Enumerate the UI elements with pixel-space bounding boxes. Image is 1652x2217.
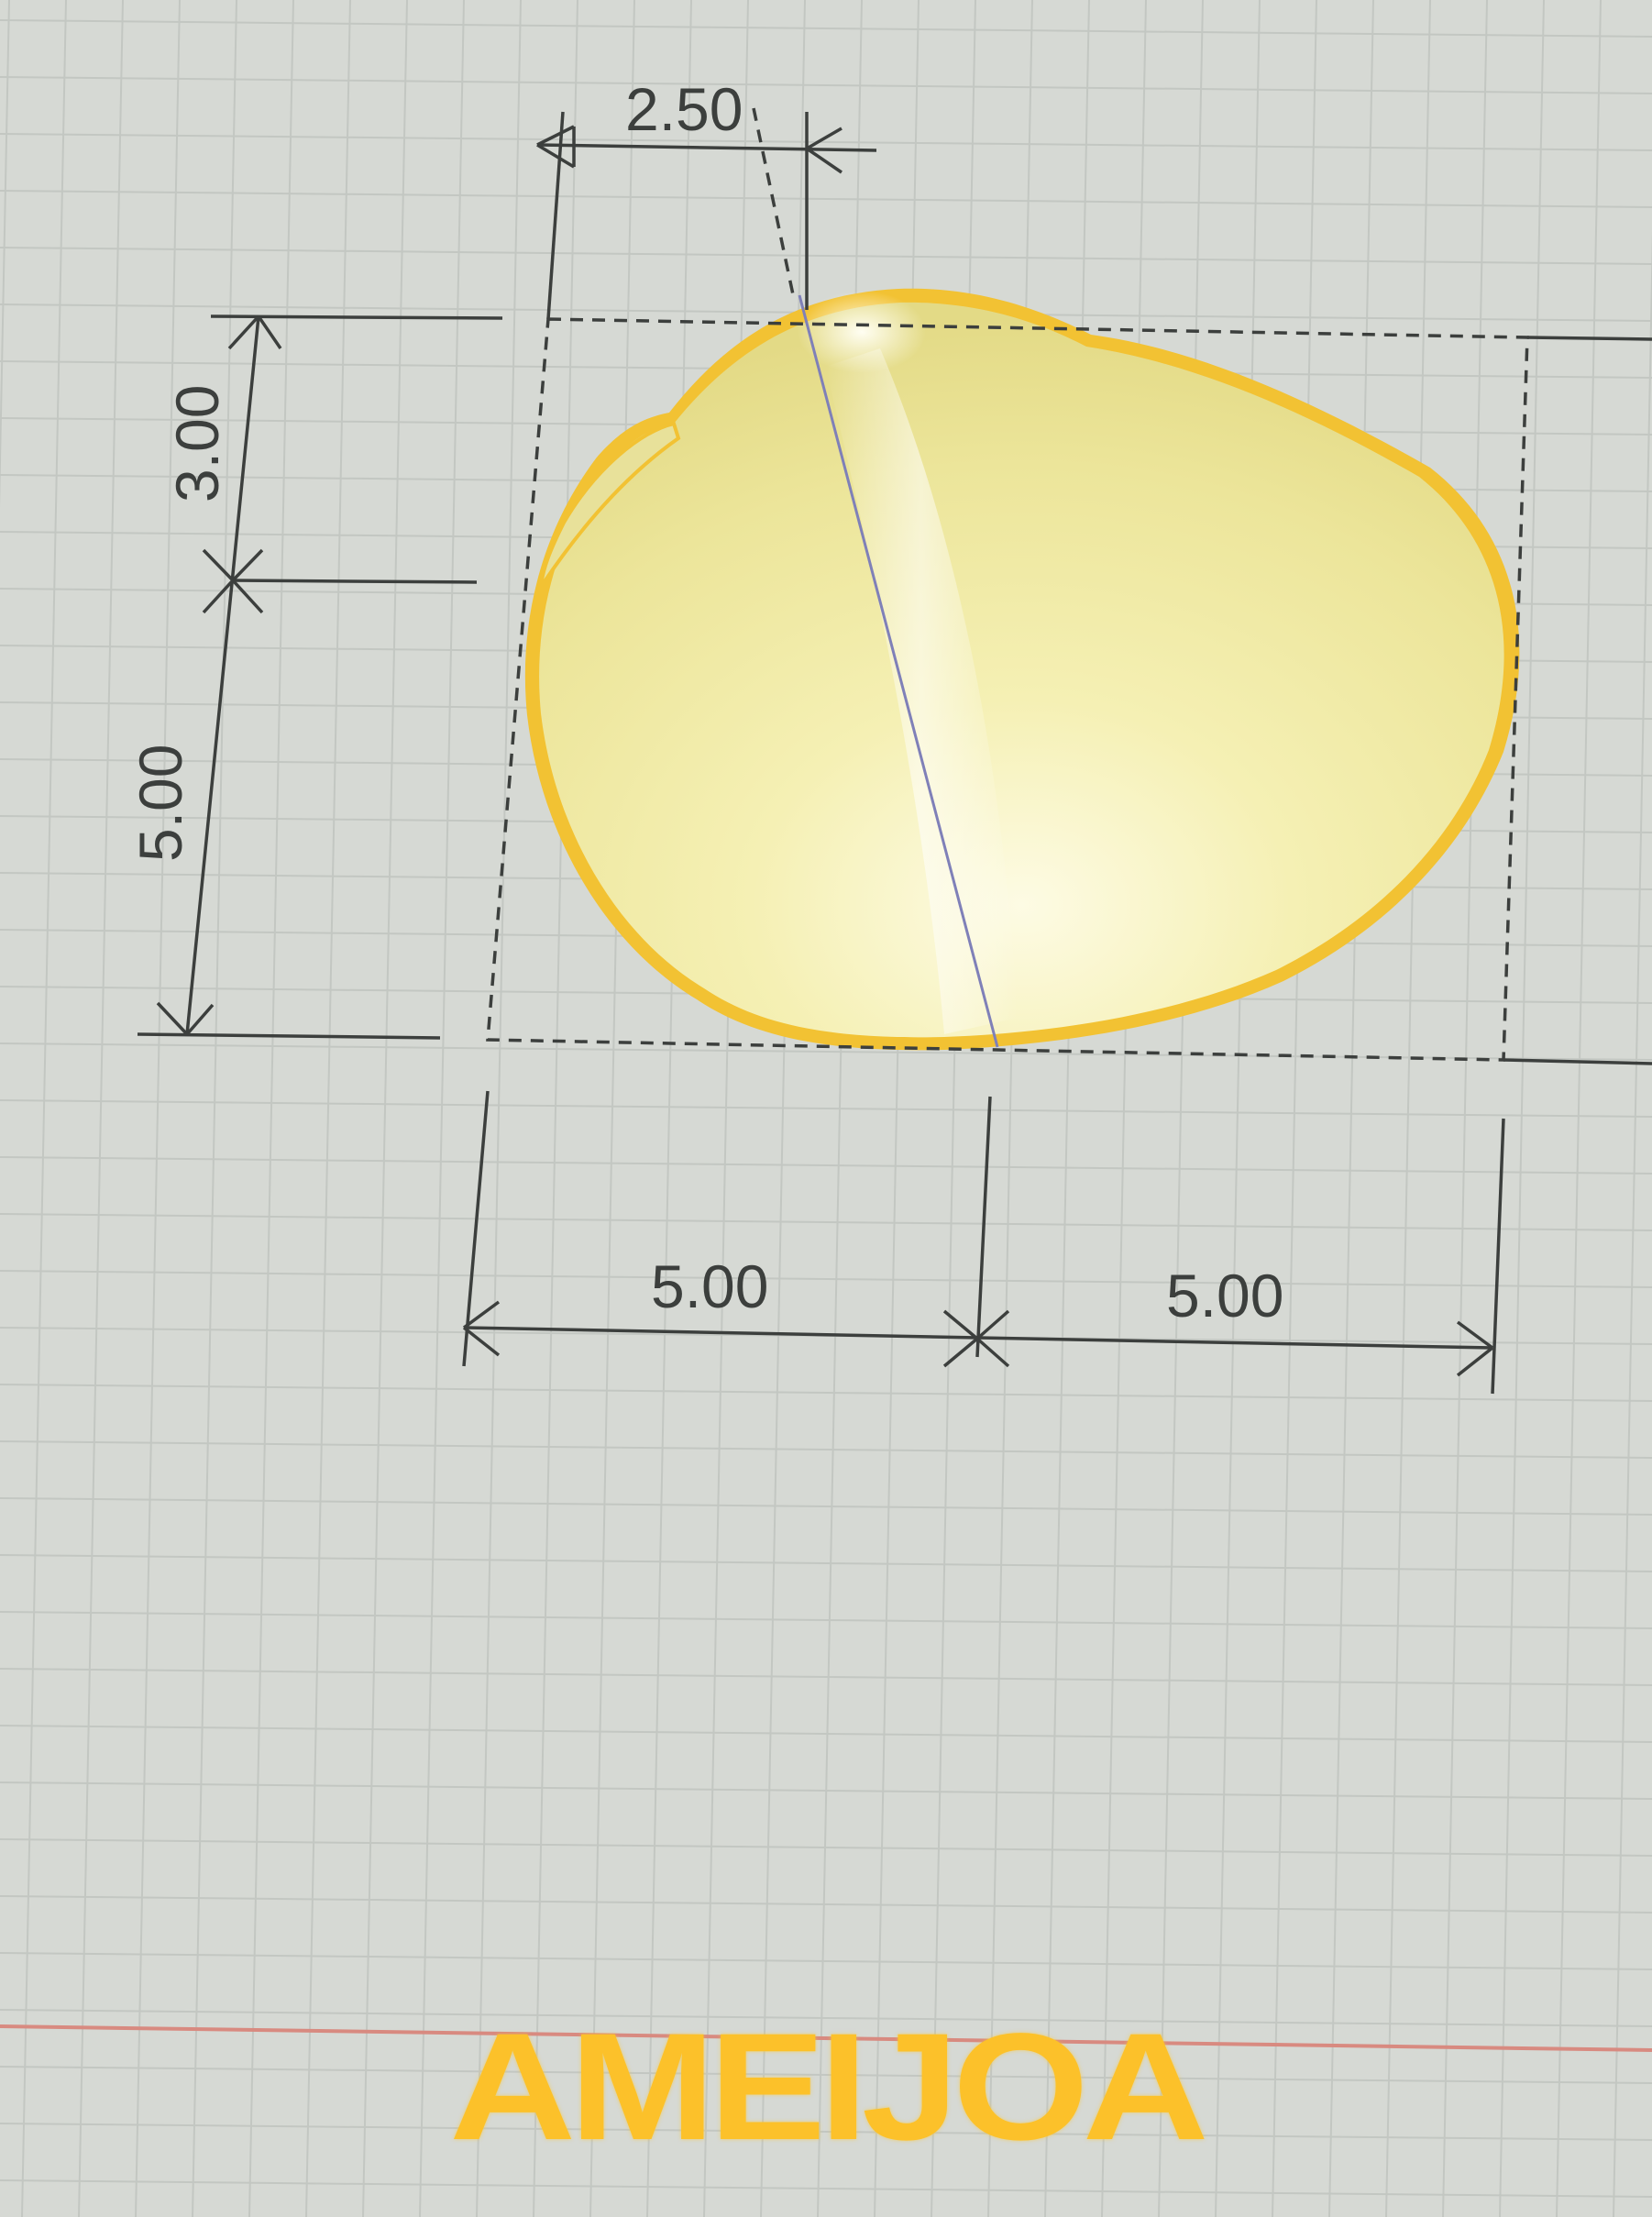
- grid-line: [0, 1497, 1652, 1516]
- grid-line: [0, 1099, 1652, 1118]
- grid-line: [21, 0, 67, 2217]
- dim-label-left-upper: 3.00: [163, 385, 231, 502]
- grid-line: [0, 19, 1652, 38]
- model-name-label: AMEIJOA: [449, 2002, 1208, 2172]
- grid-line: [0, 1668, 1652, 1686]
- grid-line: [533, 0, 578, 2217]
- dim-line-left: [185, 315, 260, 1035]
- ridge-highlight: [825, 348, 1018, 1034]
- grid-line: [1272, 0, 1317, 2217]
- shell-ear: [539, 421, 681, 589]
- dim-line-top: [536, 143, 877, 152]
- shell-seam-line: [798, 294, 999, 1048]
- grid-line: [0, 2009, 1652, 2027]
- grid-line: [0, 1952, 1652, 1970]
- shell-surface: [539, 302, 1504, 1038]
- grid-line: [0, 1554, 1652, 1572]
- grid-line: [1328, 0, 1374, 2217]
- grid-line: [1215, 0, 1261, 2217]
- grid-line: [0, 1156, 1652, 1175]
- grid-line: [0, 1725, 1652, 1743]
- grid-line: [0, 1611, 1652, 1629]
- grid-line: [1101, 0, 1147, 2217]
- grid-line: [0, 1270, 1652, 1288]
- grid-line: [0, 1213, 1652, 1231]
- grid-line: [78, 0, 124, 2217]
- grid-line: [0, 1895, 1652, 1914]
- grid-line: [362, 0, 408, 2217]
- dim-label-top: 2.50: [625, 75, 743, 143]
- grid-line: [1556, 0, 1602, 2217]
- x-axis-line: [0, 2024, 1652, 2052]
- grid-line: [1442, 0, 1488, 2217]
- grid-line: [248, 0, 294, 2217]
- clam-shell-model[interactable]: [524, 288, 1520, 1051]
- grid-line: [419, 0, 465, 2217]
- grid-line: [476, 0, 522, 2217]
- dimension-annotations: [137, 107, 1652, 1395]
- umbo-highlight: [798, 291, 926, 373]
- grid-line: [0, 2179, 1652, 2198]
- grid-line: [1613, 230, 1652, 2217]
- grid-line: [305, 0, 351, 2217]
- grid-line: [0, 1440, 1652, 1459]
- dim-label-bottom-left: 5.00: [651, 1252, 768, 1320]
- grid-line: [192, 0, 237, 2217]
- dim-label-left-lower: 5.00: [127, 745, 194, 862]
- grid-line: [0, 2123, 1652, 2141]
- grid-line: [1385, 0, 1431, 2217]
- grid-line: [0, 190, 1652, 208]
- grid-line: [135, 0, 181, 2217]
- grid-line: [0, 0, 10, 509]
- dim-label-bottom-right: 5.00: [1166, 1262, 1283, 1329]
- grid-line: [0, 76, 1652, 94]
- grid-line: [0, 133, 1652, 151]
- grid-line: [0, 247, 1652, 265]
- grid-line: [589, 0, 635, 2217]
- grid-line: [0, 1384, 1652, 1402]
- grid-line: [1499, 0, 1545, 2217]
- grid-line: [646, 0, 692, 2217]
- grid-line: [0, 2066, 1652, 2084]
